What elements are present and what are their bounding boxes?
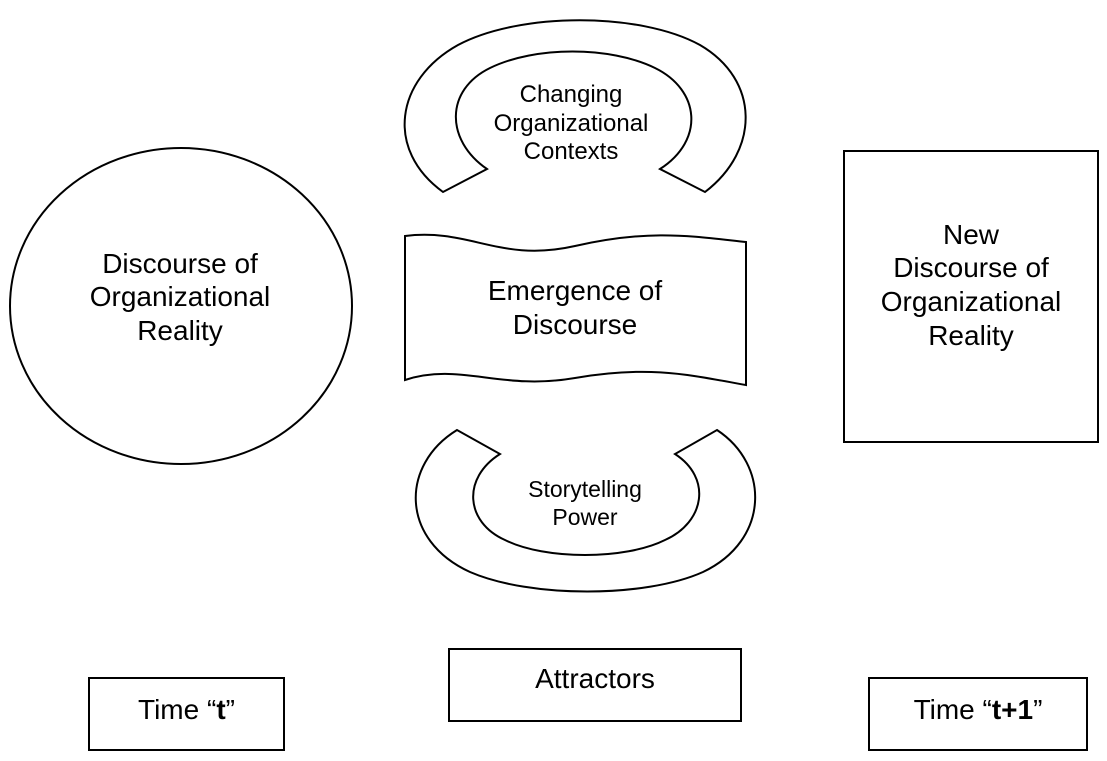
time-t1-box [868, 677, 1088, 751]
storytelling-arc-shape [414, 428, 757, 593]
attractors-box [448, 648, 742, 722]
emergence-banner-shape [404, 233, 747, 387]
time-t-box [88, 677, 285, 751]
new-discourse-box [843, 150, 1099, 443]
current-discourse-circle [9, 147, 353, 465]
changing-contexts-arc-shape [403, 19, 747, 194]
